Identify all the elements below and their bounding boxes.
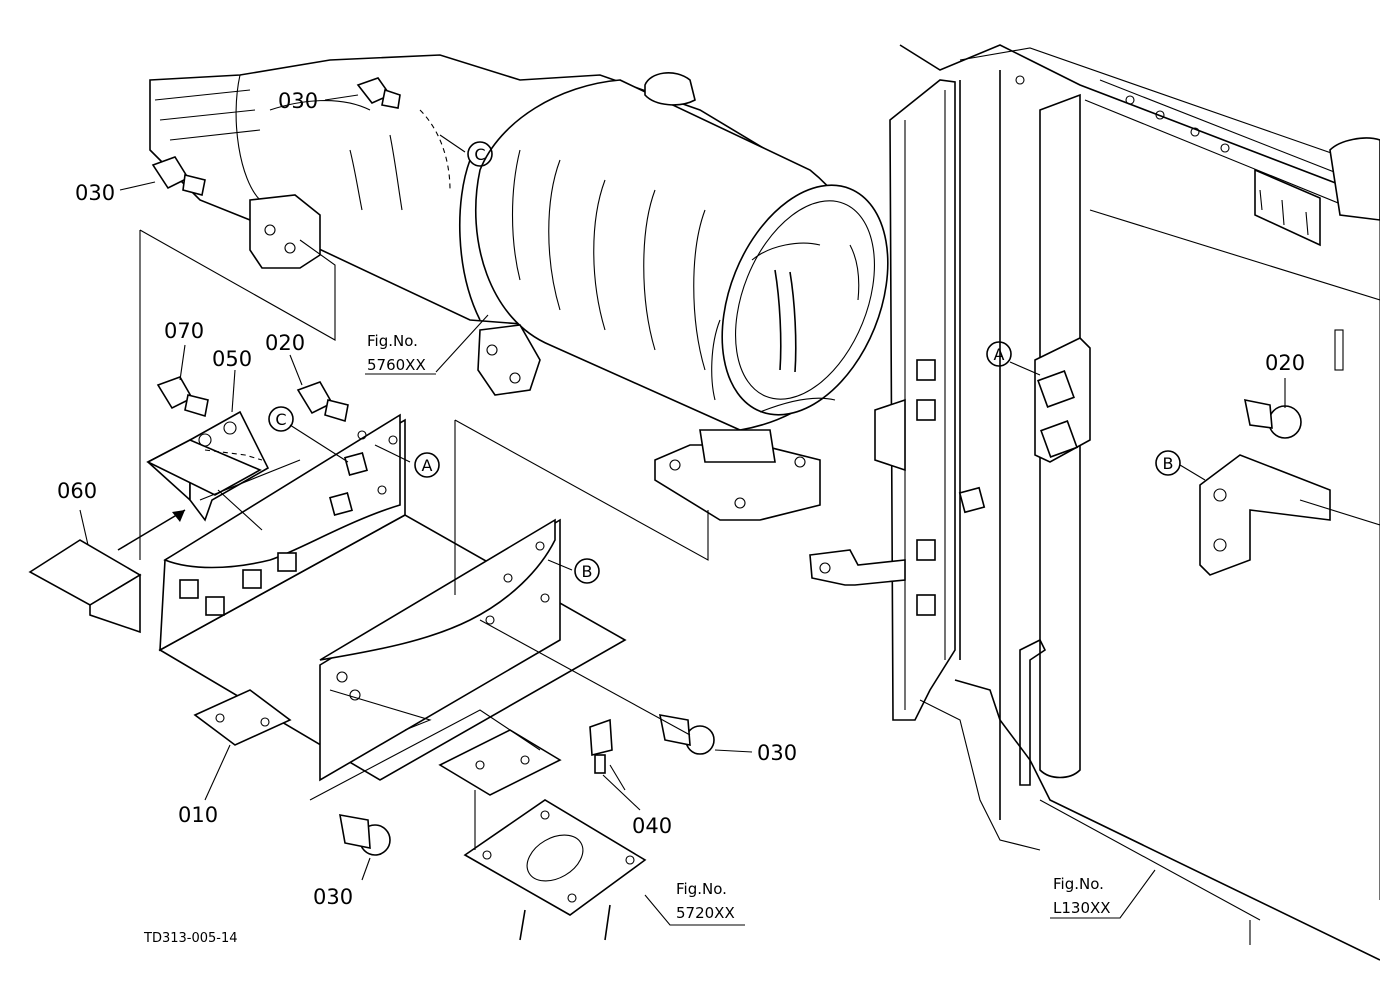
bracket-050: [146, 410, 270, 522]
callout-c-bracket: C: [268, 406, 294, 432]
pad-060: [28, 509, 186, 634]
label-010: 010: [178, 803, 218, 827]
svg-text:A: A: [422, 456, 433, 475]
bolt-040: [589, 718, 613, 774]
label-030-right: 030: [757, 741, 797, 765]
figure-ref-5760xx: Fig.No. 5760XX: [365, 332, 436, 375]
label-040: 040: [632, 814, 672, 838]
leader-lines: [79, 94, 1286, 926]
svg-text:Fig.No.: Fig.No.: [1053, 875, 1104, 893]
bolt-030-right: [658, 714, 715, 755]
label-020-mid: 020: [265, 331, 305, 355]
bolt-070: [156, 376, 209, 418]
svg-text:5760XX: 5760XX: [367, 356, 426, 374]
frame-panel: [809, 44, 1380, 961]
svg-text:5720XX: 5720XX: [676, 904, 735, 922]
callout-b-bracket: B: [574, 558, 600, 584]
svg-text:Fig.No.: Fig.No.: [676, 880, 727, 898]
figure-ref-5720xx: Fig.No. 5720XX: [676, 880, 735, 922]
svg-text:L130XX: L130XX: [1053, 899, 1111, 917]
bolt-020-mid: [296, 381, 349, 423]
callout-a-bracket: A: [414, 452, 440, 478]
svg-text:B: B: [582, 562, 593, 581]
svg-text:C: C: [275, 410, 286, 429]
flange-plate: [463, 799, 647, 941]
bolt-030-bottom: [339, 814, 391, 856]
svg-text:B: B: [1163, 454, 1174, 473]
svg-text:C: C: [474, 145, 485, 164]
label-030-bottom: 030: [313, 885, 353, 909]
bolt-030-left: [151, 156, 206, 196]
figure-ref-l130xx: Fig.No. L130XX: [1053, 875, 1111, 917]
bolt-020-right: [1243, 398, 1302, 439]
mounting-bracket-010: [158, 413, 627, 796]
label-020-right: 020: [1265, 351, 1305, 375]
muffler-assembly: [149, 54, 889, 521]
callout-b-frame: B: [1155, 450, 1181, 476]
drawing-code: TD313-005-14: [143, 931, 238, 946]
assembly-lines: [139, 229, 709, 850]
callout-a-frame: A: [986, 341, 1012, 367]
bolt-030-top: [356, 77, 401, 109]
label-030-top: 030: [278, 89, 318, 113]
svg-text:Fig.No.: Fig.No.: [367, 332, 418, 350]
label-050: 050: [212, 347, 252, 371]
label-070: 070: [164, 319, 204, 343]
label-060: 060: [57, 479, 97, 503]
label-030-left: 030: [75, 181, 115, 205]
svg-text:A: A: [994, 345, 1005, 364]
callout-c-muffler: C: [467, 141, 493, 167]
